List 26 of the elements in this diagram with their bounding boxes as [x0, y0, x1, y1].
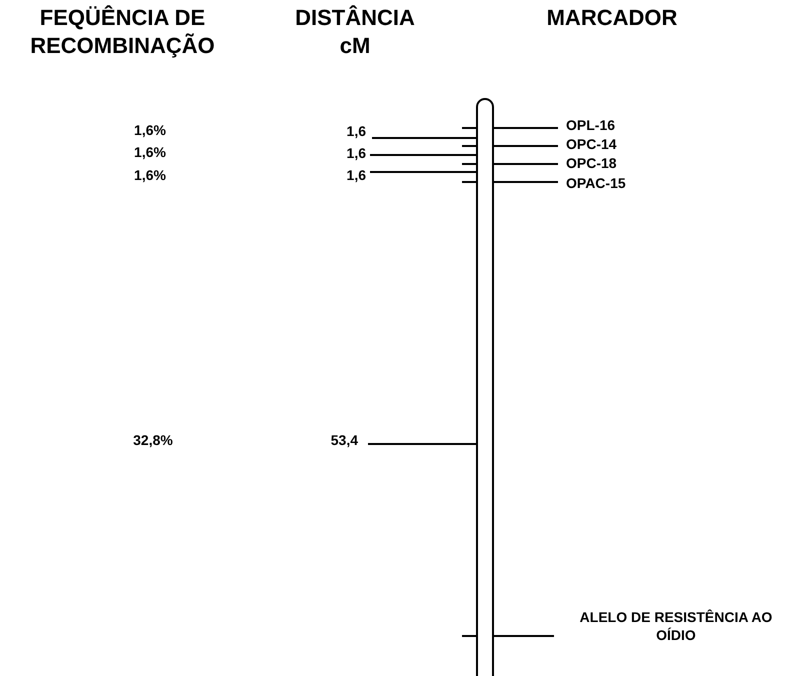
marker-name: OPC-14: [566, 135, 646, 153]
marker-name: OPL-16: [566, 116, 646, 134]
map-line: [368, 443, 476, 445]
recombination-frequency: 1,6%: [133, 121, 167, 139]
map-line: [494, 181, 558, 183]
recombination-frequency: 1,6%: [133, 166, 167, 184]
map-line: [494, 127, 558, 129]
map-line: [494, 635, 554, 637]
marker-name: ALELO DE RESISTÊNCIA AO OÍDIO: [562, 608, 790, 648]
map-line: [372, 137, 476, 139]
chromosome-bar: [476, 98, 494, 676]
map-line: [494, 145, 558, 147]
marker-name: OPAC-15: [566, 174, 656, 192]
column-heading: FEQÜÊNCIA DE RECOMBINAÇÃO: [29, 4, 216, 60]
marker-name: OPC-18: [566, 154, 646, 172]
recombination-frequency: 1,6%: [133, 143, 167, 161]
recombination-frequency: 32,8%: [132, 431, 174, 449]
map-line: [370, 154, 476, 156]
distance-value: 1,6: [326, 166, 366, 184]
column-heading: DISTÂNCIA cM: [294, 4, 416, 60]
map-line: [370, 171, 476, 173]
column-heading: MARCADOR: [546, 4, 678, 32]
distance-value: 1,6: [326, 144, 366, 162]
distance-value: 53,4: [300, 431, 358, 449]
distance-value: 1,6: [326, 122, 366, 140]
map-line: [494, 163, 558, 165]
